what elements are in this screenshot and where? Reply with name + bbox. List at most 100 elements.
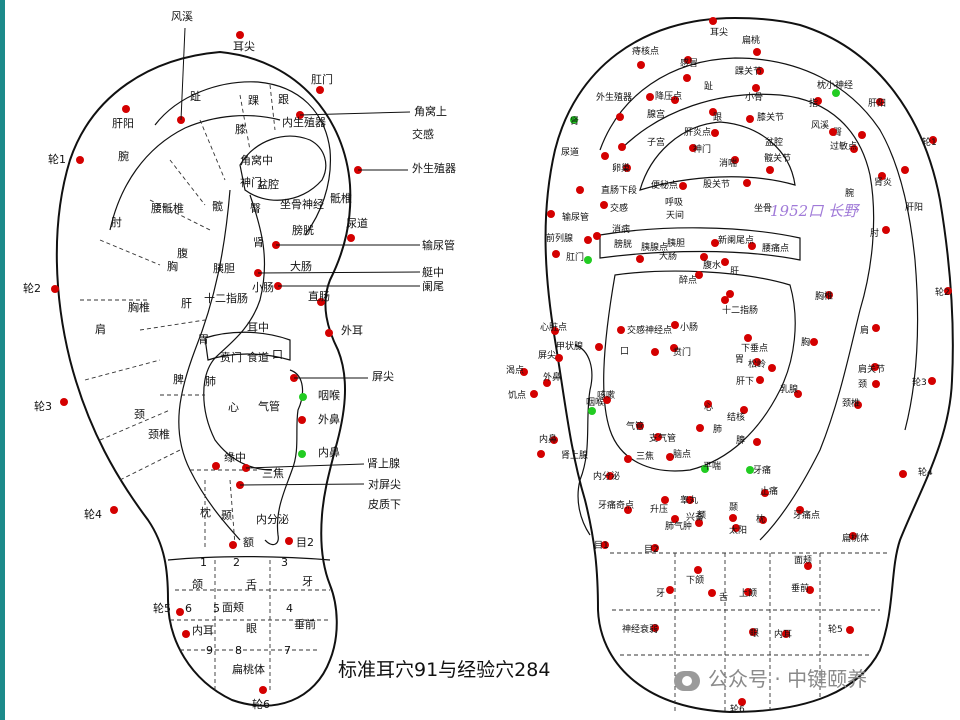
right_ear-label-xi_guan_jie: 膝关节 (757, 111, 784, 123)
right_ear-point-kou (651, 348, 659, 356)
right_ear-label-xiao_chuan: 消喘 (719, 157, 737, 169)
left_ear-point-lun3 (60, 398, 68, 406)
right_ear-label-zhen_xiao_shen_jing: 枕小神经 (817, 79, 853, 91)
right_ear-label-zhi_qi_guan: 支气管 (649, 432, 676, 444)
right_ear-label-yuan_dian: 渴点 (506, 365, 524, 376)
left_ear-label-n9: 9 (206, 644, 213, 657)
right_ear-point-kuan_guan_jie (766, 166, 774, 174)
left_ear-label-san_jiao: 三焦 (262, 467, 284, 480)
left_ear-label-xiong: 胸 (167, 259, 178, 273)
left_ear-label-chui_qian: 垂前 (294, 617, 316, 631)
right_ear-label-ping_jian: 屏尖 (538, 349, 556, 361)
right_ear-label-xin: 心 (704, 402, 713, 413)
left_ear-label-yuan_zhong: 缘中 (224, 451, 246, 464)
right_ear-label-gan: 肝 (730, 266, 739, 277)
right_ear-label-nei_er: 内耳 (774, 628, 792, 640)
left_ear-label-ben_men: 贲门 (220, 350, 242, 364)
left_ear-point-e (229, 541, 237, 549)
left_ear-point-yan_hou (299, 393, 307, 401)
left_ear-label-er_zhong: 耳中 (247, 321, 269, 334)
left_ear-label-pen_qiang: 盆腔 (257, 177, 279, 191)
left_ear-point-yuan_zhong (212, 462, 220, 470)
left_ear-label-huai: 踝 (248, 94, 259, 107)
left_ear-label-feng_xi: 风溪 (171, 10, 193, 23)
right_ear-label-gan_mao: 感冒 (680, 57, 698, 69)
right_ear-label-xian_gong: 腺宫 (647, 108, 665, 120)
right_ear-label-song_ling: 松岭 (748, 358, 766, 370)
right_ear-point-yi_xian_dian (636, 255, 644, 263)
left_ear-point-lun2 (51, 285, 59, 293)
right_ear-point-jing (872, 380, 880, 388)
right_ear-point-xiao_chang (671, 321, 679, 329)
left_ear-label-n1: 1 (200, 556, 207, 569)
right_ear-label-gan_yang: 肝阳 (868, 98, 886, 109)
right_ear-label-pang_guang: 膀胱 (614, 238, 632, 250)
left-ear-outline (57, 52, 351, 706)
right_ear-label-tai_yang: 太阳 (729, 524, 747, 536)
left_ear-label-lun2: 轮2 (23, 281, 41, 295)
left_ear-label-fei: 肺 (205, 375, 216, 388)
left_ear-label-wai_er: 外耳 (341, 324, 363, 337)
left_ear-label-wai_bi: 外鼻 (318, 412, 340, 426)
left_ear-label-dui_ping_jian: 对屏尖 (368, 477, 401, 491)
right_ear-point-jiao_gan_shen_jing_dian (617, 326, 625, 334)
right_ear-label-yao_tong_dian: 腰痛点 (762, 242, 789, 254)
left_ear-label-shen: 肾 (253, 236, 264, 249)
left_ear-label-n8: 8 (235, 644, 242, 657)
right_ear-point-shu_niao_guan (547, 210, 555, 218)
right_ear-point-bian_mi_dian (679, 182, 687, 190)
right_ear-point-feng_xi (829, 128, 837, 136)
left_ear-label-n6: 6 (185, 602, 192, 615)
left_ear-label-zuo_gu_shen_jing: 坐骨神经 (280, 197, 324, 211)
left_ear-label-wan: 腕 (118, 149, 129, 163)
left_ear-label-mian_jia: 面颊 (222, 601, 244, 614)
right_ear-label-lun2: 轮2 (935, 286, 950, 298)
right_ear-label-fei: 肺 (713, 424, 722, 435)
right_ear-label-nei_bi: 内鼻 (539, 433, 557, 445)
left_ear-label-he: 颌 (192, 577, 203, 591)
left_ear-label-bian_tao_ti: 扁桃体 (232, 662, 265, 676)
right_ear-label-niao_dao: 尿道 (561, 146, 579, 158)
right_ear-label-shen_jing_shuai_ruo: 神经衰弱 (622, 623, 658, 635)
right_ear-label-xiong: 胸 (801, 336, 810, 348)
right_ear-point-xiong (810, 338, 818, 346)
watermark: 公众号 · 中键颐养 (674, 663, 867, 692)
left_ear-label-zhou: 肘 (111, 215, 122, 229)
right_ear-label-er_jian: 耳尖 (710, 26, 728, 38)
right_ear-label-ya_tong_dian: 牙痛点 (793, 509, 820, 521)
left_ear-label-ya: 牙 (302, 575, 313, 588)
right_ear-label-wei: 胃 (735, 354, 744, 365)
left_ear-label-gan_men: 肛门 (311, 72, 333, 86)
right_ear-point-niao_dao (601, 152, 609, 160)
right_ear-label-ya: 牙 (656, 588, 665, 599)
right_ear-point-gu_guan_jie (743, 179, 751, 187)
left_ear-label-zhi: 趾 (190, 89, 201, 103)
left_ear-label-xiong_zhui: 胸椎 (128, 300, 150, 314)
right_ear-point-qian_lie_xian (584, 236, 592, 244)
left_ear-label-tun: 臀 (250, 202, 261, 215)
left_ear-point-gan_yang (122, 105, 130, 113)
left_ear-label-wai_sheng_zhi_qi: 外生殖器 (412, 161, 456, 175)
left_ear-label-kuan: 髋 (212, 199, 223, 213)
left_ear-label-da_chang: 大肠 (290, 259, 312, 273)
right_ear-label-fu_shui: 腹水 (703, 259, 721, 271)
right_ear-point-ji_dian (530, 390, 538, 398)
left-triangular-fossa (240, 136, 326, 200)
left_ear-label-kou: 口 (272, 348, 283, 361)
right_ear-label-lun3: 轮3 (912, 376, 927, 388)
left_ear-label-lun5: 轮5 (153, 601, 171, 615)
right_ear-label-shen_men: 神门 (693, 143, 711, 155)
right_ear-point-ya (666, 586, 674, 594)
left_ear-label-nei_sheng_zhi_qi: 内生殖器 (282, 115, 326, 129)
right_ear-label-lun6: 轮6 (730, 703, 745, 715)
right_ear-label-guo_min_dian: 过敏点 (830, 140, 857, 152)
left_ear-label-ping_jian: 屏尖 (372, 370, 394, 383)
left_ear-label-nie: 颞 (221, 509, 232, 522)
handwritten-note: 1952口 长野 (770, 200, 858, 221)
left_ear-label-lun1: 轮1 (48, 152, 66, 166)
right_ear-label-xiao_bing: 消病 (612, 223, 630, 235)
right_ear-point-xia_chui_dian (744, 334, 752, 342)
left_ear-point-nei_er (182, 630, 190, 638)
right_ear-label-nie: 颞 (729, 502, 738, 513)
left_ear-point-nei_bi (298, 450, 306, 458)
